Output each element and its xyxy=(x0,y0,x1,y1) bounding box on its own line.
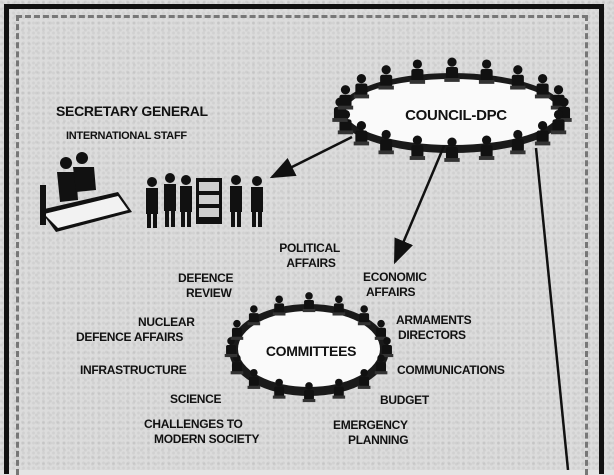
committee-seated-person-icon xyxy=(374,319,388,340)
committee-seated-person-icon xyxy=(247,305,261,326)
label-political-affairs: POLITICAL AFFAIRS xyxy=(279,241,342,270)
committee-seated-person-icon xyxy=(272,378,286,399)
standing-staff-icon xyxy=(146,173,263,228)
secretary-general-title: SECRETARY GENERAL xyxy=(56,103,209,119)
international-staff-label: INTERNATIONAL STAFF xyxy=(66,130,187,142)
council-seated-person-icon xyxy=(337,85,354,110)
seated-staff-icon xyxy=(57,152,96,202)
label-defence-review: DEFENCE REVIEW xyxy=(178,271,236,300)
committee-seated-person-icon xyxy=(302,292,316,313)
committee-seated-person-icon xyxy=(380,337,394,358)
label-economic-affairs: ECONOMIC AFFAIRS xyxy=(363,270,430,299)
committee-seated-person-icon xyxy=(357,305,371,326)
committee-seats xyxy=(224,292,394,403)
label-science: SCIENCE xyxy=(170,392,222,406)
council-seats xyxy=(332,57,572,162)
label-communications: COMMUNICATIONS xyxy=(397,363,505,377)
council-seated-person-icon xyxy=(409,135,426,160)
council-seated-person-icon xyxy=(478,59,495,84)
council-seated-person-icon xyxy=(510,129,526,155)
council-table-top xyxy=(346,79,558,145)
arrow-to-committees xyxy=(393,145,446,265)
council-seated-person-icon xyxy=(353,120,370,146)
council-seated-person-icon xyxy=(510,65,526,90)
committees-table: COMMITTEES xyxy=(224,292,394,403)
line-down-from-council xyxy=(534,147,570,470)
label-infrastructure: INFRASTRUCTURE xyxy=(80,363,187,377)
council-seated-person-icon xyxy=(534,73,551,99)
committees-table-top xyxy=(238,311,380,387)
council-label: COUNCIL-DPC xyxy=(405,107,507,124)
council-seated-person-icon xyxy=(353,73,370,99)
committee-seated-person-icon xyxy=(357,368,371,389)
committee-seated-person-icon xyxy=(247,368,261,389)
committee-seated-person-icon xyxy=(230,319,244,340)
outer-frame xyxy=(4,4,604,474)
committee-seated-person-icon xyxy=(272,295,286,316)
dashed-inner-frame xyxy=(16,15,588,475)
council-seated-person-icon xyxy=(534,120,551,146)
council-seated-person-icon xyxy=(444,137,460,162)
council-table: COUNCIL-DPC xyxy=(332,57,572,162)
label-armaments-directors: ARMAMENTS DIRECTORS xyxy=(396,313,474,342)
committee-seated-person-icon xyxy=(332,378,346,399)
committee-seated-person-icon xyxy=(332,295,346,316)
label-emergency-planning: EMERGENCY PLANNING xyxy=(333,418,410,447)
council-seated-person-icon xyxy=(378,65,394,90)
committee-seated-person-icon xyxy=(302,382,316,403)
council-seated-person-icon xyxy=(409,59,426,84)
secretary-general-group: SECRETARY GENERAL INTERNATIONAL STAFF xyxy=(40,103,263,232)
arrow-to-secretariat xyxy=(269,135,353,179)
label-budget: BUDGET xyxy=(380,393,430,407)
label-challenges-to-modern-society: CHALLENGES TO MODERN SOCIETY xyxy=(144,417,259,446)
committee-seated-person-icon xyxy=(374,354,388,375)
council-seated-person-icon xyxy=(478,135,495,160)
council-seated-person-icon xyxy=(550,109,567,135)
file-cabinet-icon xyxy=(196,178,222,224)
label-nuclear-defence-affairs: NUCLEAR DEFENCE AFFAIRS xyxy=(76,315,198,344)
desk-icon xyxy=(40,185,132,232)
council-seated-person-icon xyxy=(378,129,394,155)
council-seated-person-icon xyxy=(444,57,460,82)
committees-label: COMMITTEES xyxy=(266,343,356,359)
